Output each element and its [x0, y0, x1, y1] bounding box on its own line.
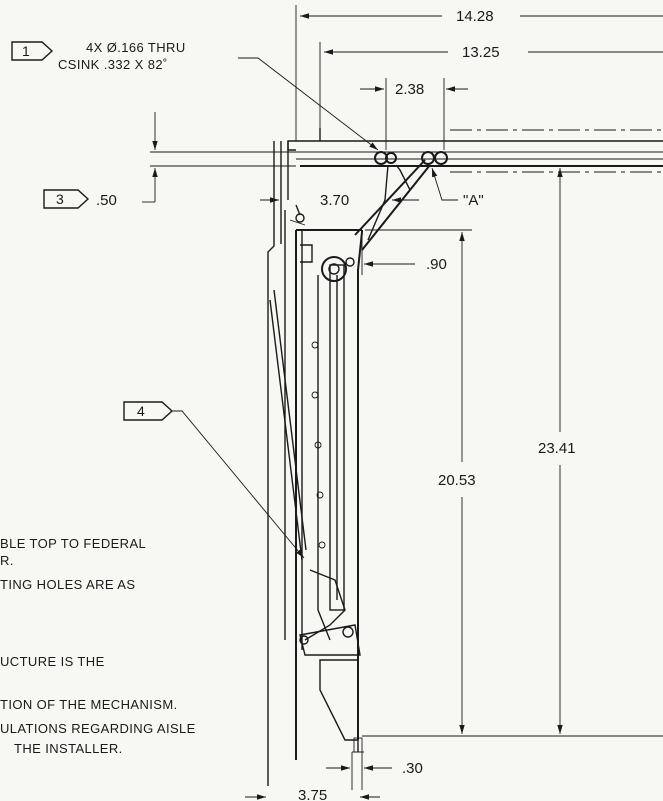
notes-block: BLE TOP TO FEDERAL R. TING HOLES ARE AS … — [0, 536, 196, 756]
dimension-overall-width-label: 14.28 — [456, 8, 494, 25]
callout-1: 1 4X Ø.166 THRU CSINK .332 X 82˚ — [11, 40, 379, 151]
callout-4: 4 — [123, 401, 305, 559]
dimension-base-width: 3.75 — [245, 787, 380, 801]
dimension-total-height-label: 23.41 — [538, 440, 576, 457]
callout-4-number: 4 — [137, 403, 145, 419]
mounting-holes — [374, 151, 448, 165]
dimension-pivot-offset: .90 — [361, 232, 447, 275]
tray-top — [287, 128, 663, 173]
dimension-base-offset-label: .30 — [402, 760, 423, 777]
dimension-offset: 3.70 — [260, 192, 419, 209]
callout-1-line2: CSINK .332 X 82˚ — [58, 57, 168, 72]
callout-3-number: 3 — [56, 191, 64, 207]
callout-3: 3 .50 — [43, 112, 296, 209]
detail-a-label-text: "A" — [463, 192, 484, 209]
dimension-rail-height-label: 20.53 — [438, 472, 476, 489]
note-line: R. — [0, 553, 14, 568]
dimension-width-2: 13.25 — [319, 42, 663, 128]
dimension-pivot-offset-label: .90 — [426, 256, 447, 273]
note-line: BLE TOP TO FEDERAL — [0, 536, 146, 551]
note-line: THE INSTALLER. — [14, 741, 123, 756]
note-line: UCTURE IS THE — [0, 654, 105, 669]
dimension-hole-spacing-label: 2.38 — [395, 81, 424, 98]
dimension-total-height: 23.41 — [538, 168, 576, 734]
dimension-hole-spacing: 2.38 — [360, 78, 468, 150]
callout-1-number: 1 — [22, 43, 30, 59]
note-line: ULATIONS REGARDING AISLE — [0, 721, 196, 736]
callout-1-line1: 4X Ø.166 THRU — [86, 40, 186, 55]
dimension-width-2-label: 13.25 — [462, 44, 500, 61]
dimension-base-width-label: 3.75 — [298, 787, 327, 801]
linkage-arms — [295, 159, 431, 656]
dimension-rail-height: 20.53 — [362, 229, 663, 737]
note-line: TING HOLES ARE AS — [0, 577, 135, 592]
dimension-overall-width: 14.28 — [295, 5, 663, 141]
dimension-base-offset: .30 — [326, 752, 423, 790]
dimension-offset-label: 3.70 — [320, 192, 349, 209]
leg-frame — [267, 141, 364, 786]
note-line: TION OF THE MECHANISM. — [0, 697, 178, 712]
detail-a-label: "A" — [431, 167, 484, 209]
callout-3-dimension: .50 — [96, 192, 117, 209]
